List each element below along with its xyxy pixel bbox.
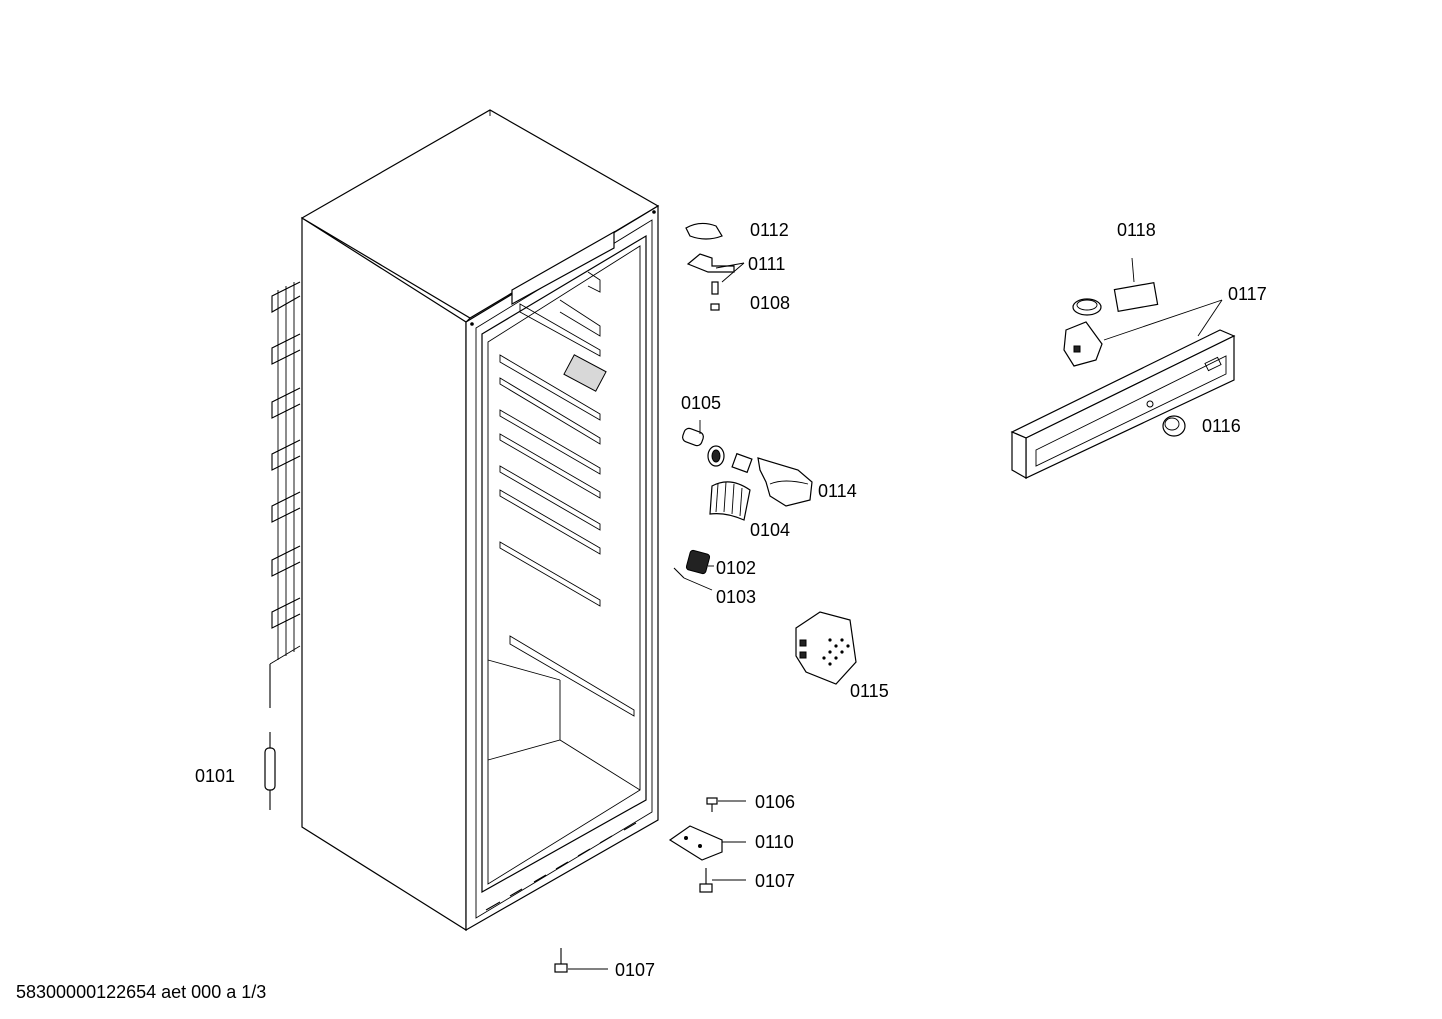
label-0105: 0105	[681, 393, 721, 413]
label-0115: 0115	[850, 681, 889, 701]
light-diffuser	[709, 481, 751, 521]
control-panel	[1010, 329, 1236, 480]
top-hinge	[686, 253, 745, 283]
label-0112: 0112	[750, 220, 789, 240]
label-0107-upper: 0107	[755, 871, 795, 891]
label-0108: 0108	[750, 293, 790, 313]
label-0114: 0114	[818, 481, 857, 501]
lamp-socket	[707, 445, 753, 474]
label-0117: 0117	[1228, 284, 1267, 304]
switch-plunger	[673, 567, 713, 591]
label-0101: 0101	[195, 766, 235, 786]
lamp-bulb	[682, 420, 704, 447]
label-0107-lower: 0107	[615, 960, 655, 980]
fan-cover	[795, 611, 857, 685]
hinge-pin	[710, 281, 720, 311]
door-switch	[685, 549, 714, 575]
lamp-cover	[757, 457, 813, 507]
document-reference: 58300000122654 aet 000 a 1/3	[16, 982, 267, 1002]
bottom-hinge	[668, 825, 746, 861]
leveling-foot-b	[554, 948, 608, 973]
cabinet-body	[300, 109, 660, 932]
thermostat-parts	[1063, 257, 1223, 367]
hinge-cover	[685, 222, 723, 240]
dryer-filter	[264, 732, 276, 810]
condenser-coil	[269, 281, 301, 708]
label-0110: 0110	[755, 832, 794, 852]
label-0116: 0116	[1202, 416, 1241, 436]
label-0103: 0103	[716, 587, 756, 607]
label-0111: 0111	[748, 254, 785, 274]
label-0106: 0106	[755, 792, 795, 812]
label-0102: 0102	[716, 558, 756, 578]
thermostat-knob	[1162, 415, 1186, 437]
label-0104: 0104	[750, 520, 790, 540]
screw-0106	[706, 797, 746, 812]
label-0118: 0118	[1117, 220, 1156, 240]
leveling-foot-a	[699, 868, 746, 893]
